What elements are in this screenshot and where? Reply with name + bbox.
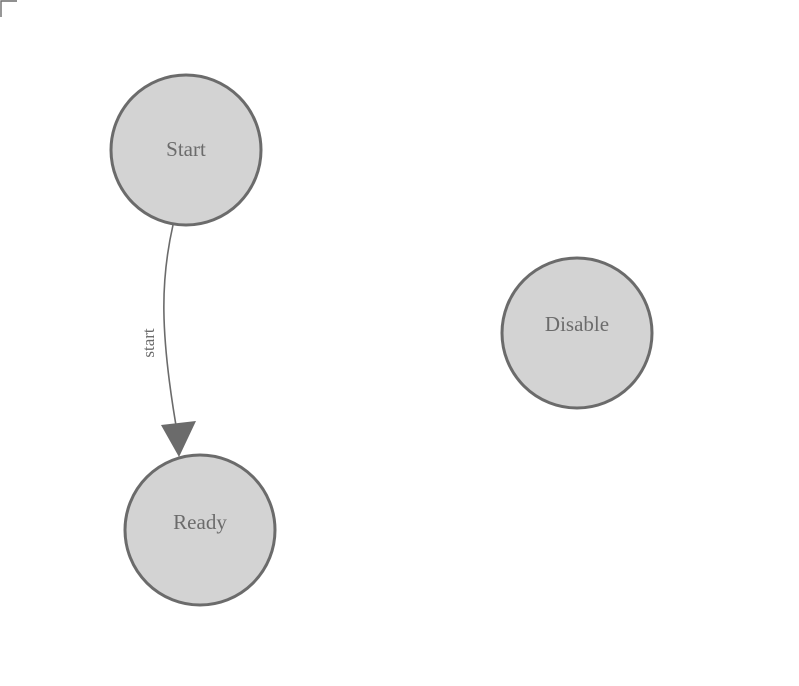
edge-label-start: start [139,328,158,358]
node-ready-circle [123,453,277,607]
node-start[interactable]: Start [109,73,263,227]
node-ready[interactable]: Ready [123,453,277,607]
top-left-corner-mark [0,0,17,17]
edge-start-to-ready[interactable]: start [139,224,196,457]
node-ready-label: Ready [173,510,227,534]
edge-start-to-ready-path [163,224,179,438]
node-start-circle [109,73,263,227]
edge-start-to-ready-arrowhead [161,421,196,457]
node-disable[interactable]: Disable [500,256,654,410]
node-disable-label: Disable [545,312,609,336]
node-disable-circle [500,256,654,410]
node-start-label: Start [166,137,206,161]
